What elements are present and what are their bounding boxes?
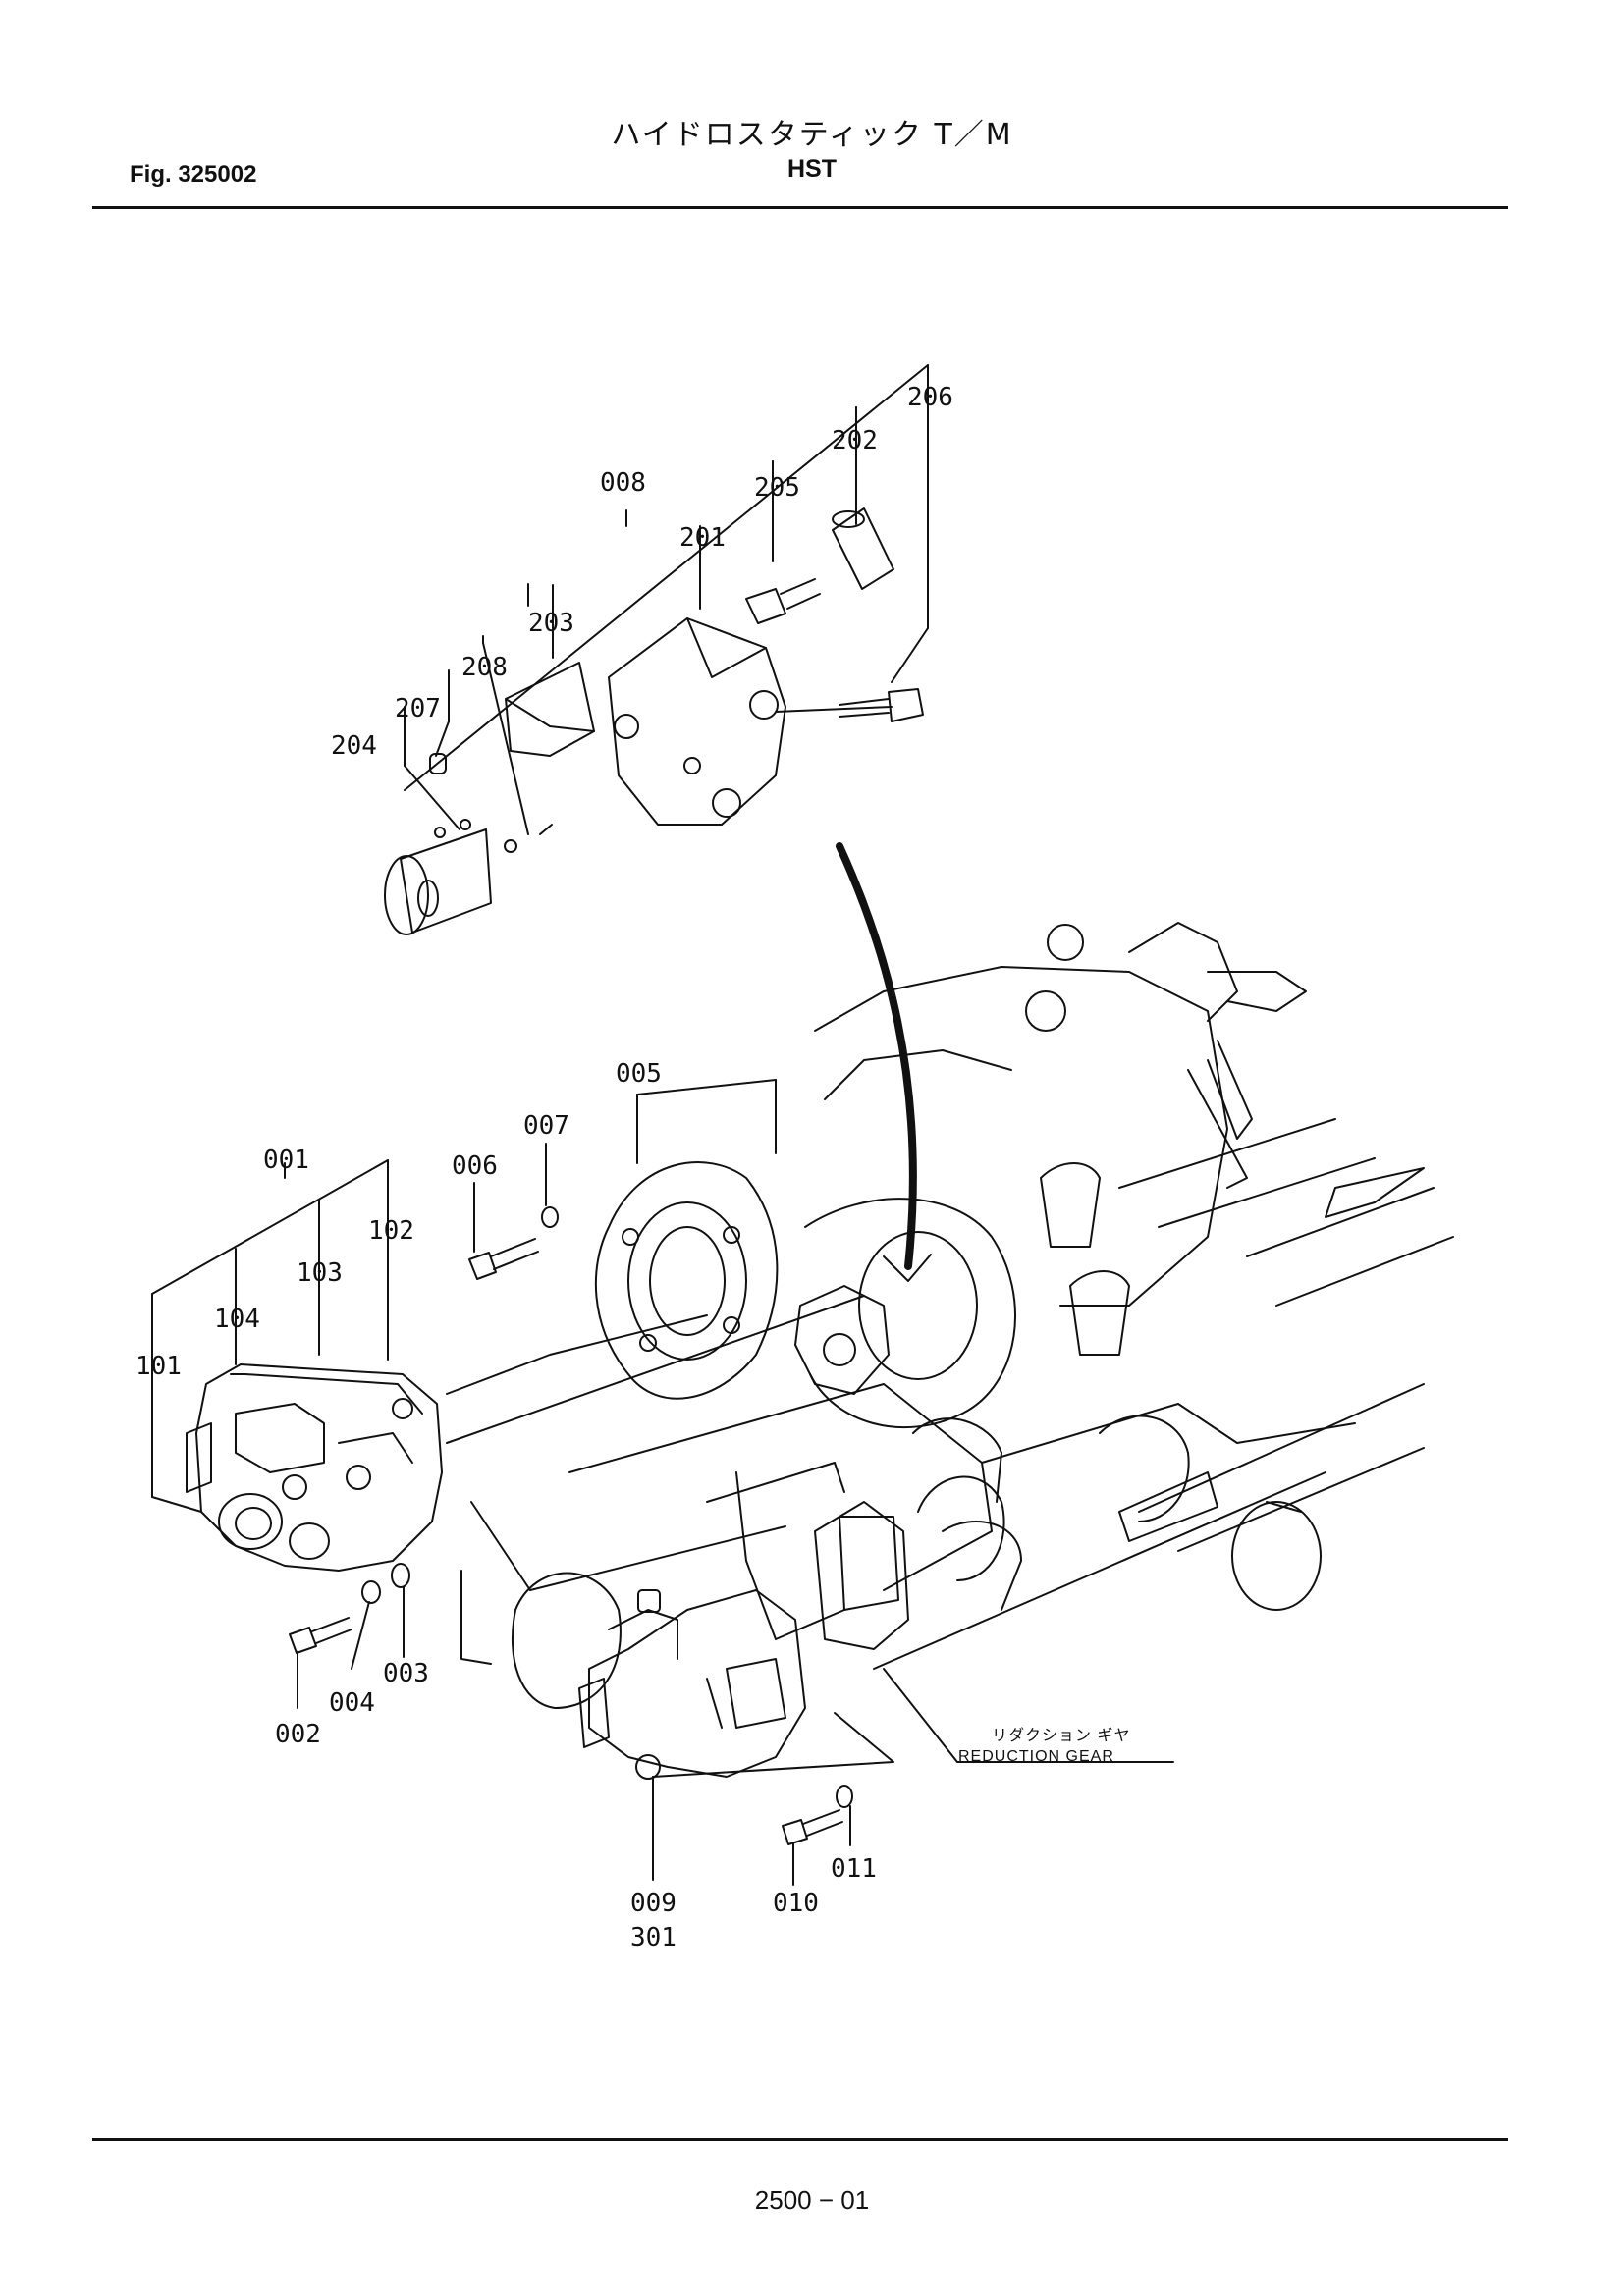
leader-005-bar	[636, 1079, 777, 1095]
label-301: 301	[630, 1923, 677, 1952]
hydraulic-pump-001	[186, 1363, 443, 1572]
washer-007	[541, 1206, 559, 1228]
engine-block	[814, 922, 1454, 1356]
set-screw-207	[429, 753, 447, 774]
footer-rule	[92, 2138, 1508, 2141]
label-005: 005	[616, 1059, 662, 1089]
leader-motor-group	[652, 1712, 894, 1778]
coupling-assembled	[794, 1285, 890, 1395]
reduction-gear-callout: リダクション ギヤ REDUCTION GEAR	[958, 1727, 1130, 1765]
washer-011	[836, 1785, 853, 1808]
label-010: 010	[773, 1889, 819, 1918]
coupling-hub-204	[384, 819, 517, 935]
pin-208	[539, 824, 553, 835]
cap-bolt-205	[745, 578, 821, 624]
bolt-006	[468, 1238, 539, 1280]
label-204: 204	[331, 731, 377, 761]
leader-reduction-gear	[883, 1668, 1174, 1763]
bolt-002	[289, 1617, 352, 1654]
assembly-arrow	[836, 842, 917, 1270]
transmission-case	[446, 1295, 1425, 1709]
label-207: 207	[395, 694, 441, 723]
label-203: 203	[528, 609, 574, 638]
figure-number: Fig. 325002	[130, 161, 257, 187]
label-007: 007	[523, 1111, 569, 1141]
label-101: 101	[135, 1352, 182, 1381]
callout-jp: リダクション ギヤ	[992, 1727, 1130, 1744]
label-206: 206	[907, 383, 953, 412]
label-103: 103	[297, 1258, 343, 1288]
label-001: 001	[263, 1146, 309, 1175]
label-008: 008	[600, 468, 646, 498]
washer-004	[361, 1580, 381, 1604]
bolt-010	[782, 1809, 843, 1845]
part-number-labels: 008 205 202 206 201 203 208 207 204 005 …	[135, 383, 953, 1952]
label-002: 002	[275, 1720, 321, 1749]
bushing-202	[832, 507, 894, 590]
pump-assembly-001-leaders	[151, 1159, 389, 1513]
element-insert-203	[505, 662, 595, 757]
label-208: 208	[461, 653, 508, 682]
header-rule	[92, 206, 1508, 209]
label-006: 006	[452, 1151, 498, 1181]
label-102: 102	[368, 1216, 414, 1246]
label-011: 011	[831, 1854, 877, 1884]
cap-bolt-206	[775, 688, 924, 722]
label-009: 009	[630, 1889, 677, 1918]
page-number: 2500 − 01	[754, 2185, 870, 2215]
callout-en: REDUCTION GEAR	[958, 1748, 1114, 1765]
flywheel-plate-005	[594, 1161, 779, 1400]
label-205: 205	[754, 473, 800, 503]
diagram-title-en: HST	[787, 155, 837, 183]
leader-004	[351, 1601, 370, 1670]
label-004: 004	[329, 1688, 375, 1718]
label-104: 104	[214, 1305, 260, 1334]
label-201: 201	[679, 523, 726, 553]
label-202: 202	[832, 426, 878, 455]
hydraulic-motor-009	[578, 1589, 806, 1780]
diagram-title-jp: ハイドロスタティック T／M	[611, 118, 1013, 152]
flexible-element-201	[608, 617, 786, 826]
oring-003	[391, 1563, 410, 1588]
flywheel-housing	[804, 1198, 1016, 1428]
assembly-arrow-head	[883, 1254, 932, 1282]
label-003: 003	[383, 1659, 429, 1688]
coupling-leader-lines	[404, 364, 929, 835]
